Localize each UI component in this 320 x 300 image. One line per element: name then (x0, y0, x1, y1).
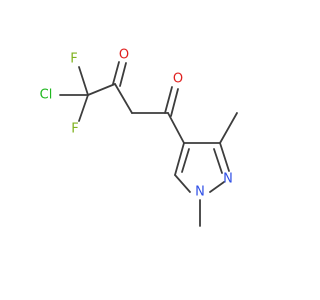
atom-n-ring-1: N (195, 185, 205, 200)
atom-o-ketone-2: O (173, 72, 183, 87)
bond-ring-c5-c4-b (181, 148, 190, 173)
bond-c-f-lower (78, 94, 89, 122)
bond-c2-o-b (119, 62, 127, 87)
bond-c4-o-b (170, 88, 179, 117)
bond-ring-n1-c5 (174, 174, 191, 193)
molecule-diagram: Cl F F O O N N (40, 48, 238, 227)
atom-o-ketone-1: O (119, 48, 129, 63)
structure-svg: Cl F F O O N N (40, 48, 238, 227)
bond-ring-n2-n1 (209, 181, 225, 193)
bond-ring-c3-n2-b (213, 148, 223, 174)
atom-f-lower: F (71, 122, 78, 137)
atom-cl: Cl (40, 88, 53, 103)
bond-c2-c3 (114, 83, 133, 114)
bond-c4-ring (167, 112, 185, 144)
bond-ring-c3-n2-a (219, 142, 230, 172)
atom-labels: Cl F F O O N N (40, 48, 233, 200)
bond-c1-c2 (87, 83, 116, 96)
bond-ring-c5-c4-a (174, 142, 185, 176)
bond-c2-o-a (112, 61, 120, 85)
bond-c4-o-a (164, 86, 173, 114)
atom-f-upper: F (70, 52, 77, 67)
bonds (59, 61, 238, 227)
atom-n-ring-2: N (223, 172, 233, 187)
bond-c-f-upper (78, 66, 89, 96)
bond-c3-methyl (219, 112, 238, 144)
